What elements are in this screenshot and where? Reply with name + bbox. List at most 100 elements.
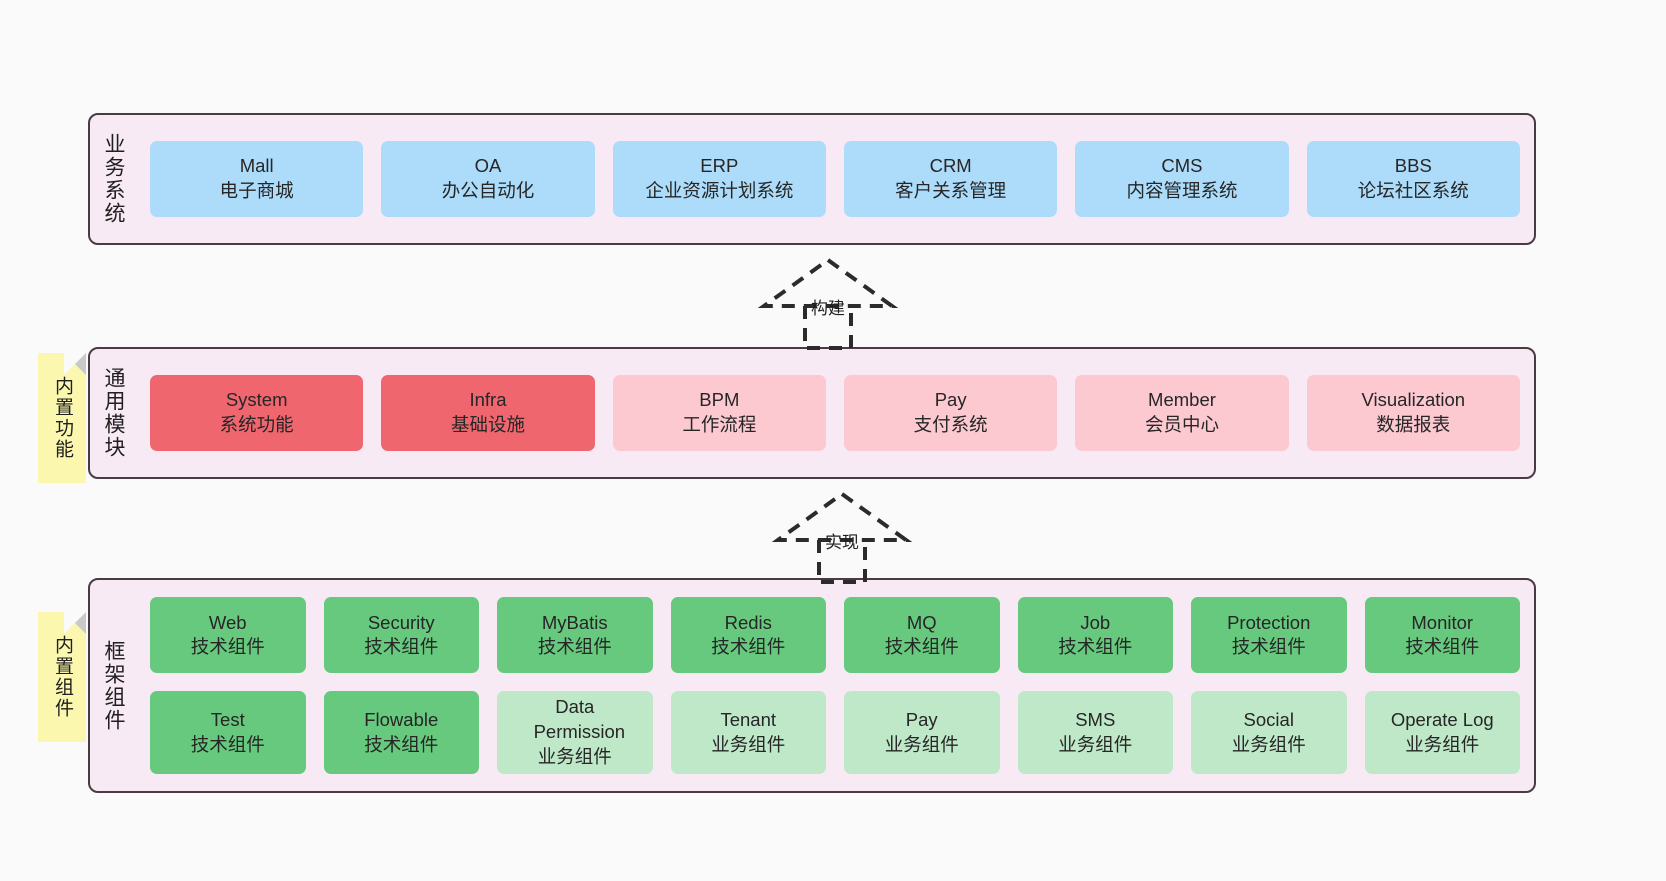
layer-business-systems-label: 业务系统: [102, 133, 126, 225]
layer-common-modules-label: 通用模块: [102, 367, 126, 459]
component-card-mq[interactable]: MQ 技术组件: [844, 597, 1000, 674]
component-card-title: Social: [1243, 708, 1294, 730]
module-card-title: Pay: [934, 389, 967, 411]
module-card-crm[interactable]: CRM 客户关系管理: [843, 141, 1058, 217]
module-card-system[interactable]: System 系统功能: [150, 375, 364, 451]
component-card-title: Pay: [905, 708, 938, 730]
component-card-subtitle: 技术组件: [364, 733, 439, 755]
module-card-subtitle: 客户关系管理: [895, 180, 1007, 201]
module-card-subtitle: 企业资源计划系统: [645, 180, 794, 201]
module-card-title: ERP: [700, 155, 739, 177]
layer-business-systems-body: Mall 电子商城 OA 办公自动化 ERP 企业资源计划系统 CRM 客户关系…: [136, 115, 1534, 243]
sticky-note-label: 内置组件: [51, 635, 73, 719]
component-card-subtitle: 业务组件: [1405, 733, 1480, 755]
component-card-data-permission[interactable]: Data Permission 业务组件: [497, 691, 653, 774]
component-card-flowable[interactable]: Flowable 技术组件: [323, 691, 479, 774]
component-card-title: Security: [367, 611, 435, 633]
component-card-subtitle: 业务组件: [884, 733, 959, 755]
note-fold-cut-icon: [64, 612, 86, 634]
row: Web 技术组件 Security 技术组件 MyBatis 技术组件 Redi…: [150, 597, 1520, 674]
module-card-subtitle: 数据报表: [1376, 414, 1451, 435]
component-card-subtitle: 业务组件: [1058, 733, 1133, 755]
component-card-title: Data Permission: [533, 696, 626, 743]
component-card-title: Monitor: [1411, 611, 1474, 633]
component-card-title: Redis: [724, 611, 772, 633]
component-card-tenant[interactable]: Tenant 业务组件: [670, 691, 826, 774]
sticky-note-builtin-components: 内置组件: [38, 612, 86, 742]
component-card-title: Job: [1080, 611, 1111, 633]
component-card-sms[interactable]: SMS 业务组件: [1017, 691, 1173, 774]
layer-framework-components-body: Web 技术组件 Security 技术组件 MyBatis 技术组件 Redi…: [136, 580, 1534, 791]
component-card-subtitle: 技术组件: [1058, 636, 1133, 658]
layer-framework-components-label: 框架组件: [102, 639, 126, 732]
component-card-subtitle: 业务组件: [537, 745, 612, 767]
component-card-web[interactable]: Web 技术组件: [150, 597, 306, 674]
connector-implement-label: 实现: [825, 533, 859, 552]
module-card-title: Infra: [469, 389, 507, 411]
component-card-subtitle: 技术组件: [190, 733, 265, 755]
component-card-operate-log[interactable]: Operate Log 业务组件: [1364, 691, 1520, 774]
sticky-note-builtin-features: 内置功能: [38, 353, 86, 483]
module-card-erp[interactable]: ERP 企业资源计划系统: [612, 141, 826, 217]
module-card-title: Visualization: [1361, 389, 1466, 411]
component-card-mybatis[interactable]: MyBatis 技术组件: [497, 597, 653, 674]
module-card-title: Mall: [239, 155, 274, 177]
module-card-bpm[interactable]: BPM 工作流程: [612, 375, 826, 451]
generalization-arrow-icon: [757, 257, 899, 350]
connector-build-label: 构建: [811, 299, 845, 318]
module-card-oa[interactable]: OA 办公自动化: [381, 141, 595, 217]
connector-build: 构建: [753, 256, 903, 350]
layer-framework-components: 框架组件 Web 技术组件 Security 技术组件 MyBatis 技术组件…: [88, 578, 1536, 793]
component-card-subtitle: 技术组件: [1405, 636, 1480, 658]
component-card-title: Operate Log: [1390, 708, 1494, 730]
component-card-test[interactable]: Test 技术组件: [150, 691, 306, 774]
layer-common-modules-body: System 系统功能 Infra 基础设施 BPM 工作流程 Pay 支付系统…: [136, 349, 1534, 477]
module-card-subtitle: 会员中心: [1144, 414, 1219, 435]
module-card-bbs[interactable]: BBS 论坛社区系统: [1306, 141, 1520, 217]
sticky-note-label: 内置功能: [51, 376, 73, 460]
module-card-subtitle: 电子商城: [219, 180, 294, 201]
module-card-subtitle: 办公自动化: [441, 180, 535, 201]
component-card-title: MQ: [906, 611, 937, 633]
module-card-visualization[interactable]: Visualization 数据报表: [1306, 375, 1520, 451]
module-card-title: CRM: [929, 155, 972, 177]
row: Test 技术组件 Flowable 技术组件 Data Permission …: [150, 691, 1520, 774]
component-card-protection[interactable]: Protection 技术组件: [1191, 597, 1347, 674]
module-card-subtitle: 论坛社区系统: [1357, 180, 1469, 201]
module-card-pay[interactable]: Pay 支付系统: [843, 375, 1058, 451]
component-card-monitor[interactable]: Monitor 技术组件: [1364, 597, 1520, 674]
component-card-title: Test: [210, 708, 245, 730]
module-card-cms[interactable]: CMS 内容管理系统: [1075, 141, 1289, 217]
connector-implement: 实现: [767, 490, 917, 584]
component-card-title: Web: [208, 611, 247, 633]
module-card-infra[interactable]: Infra 基础设施: [381, 375, 595, 451]
component-card-subtitle: 技术组件: [1231, 636, 1306, 658]
module-card-subtitle: 内容管理系统: [1126, 180, 1238, 201]
layer-business-systems: 业务系统 Mall 电子商城 OA 办公自动化 ERP 企业资源计划系统 CRM…: [88, 113, 1536, 245]
generalization-arrow-icon: [771, 491, 913, 584]
module-card-member[interactable]: Member 会员中心: [1075, 375, 1289, 451]
note-fold-cut-icon: [64, 353, 86, 375]
module-card-title: BBS: [1394, 155, 1432, 177]
module-card-mall[interactable]: Mall 电子商城: [150, 141, 364, 217]
component-card-security[interactable]: Security 技术组件: [323, 597, 479, 674]
component-card-social[interactable]: Social 业务组件: [1191, 691, 1347, 774]
component-card-subtitle: 技术组件: [190, 636, 265, 658]
layer-common-modules: 通用模块 System 系统功能 Infra 基础设施 BPM 工作流程 Pay…: [88, 347, 1536, 479]
component-card-subtitle: 业务组件: [1231, 733, 1306, 755]
component-card-title: SMS: [1075, 708, 1116, 730]
component-card-title: Flowable: [364, 708, 439, 730]
row: System 系统功能 Infra 基础设施 BPM 工作流程 Pay 支付系统…: [150, 375, 1520, 451]
module-card-subtitle: 支付系统: [913, 414, 988, 435]
row: Mall 电子商城 OA 办公自动化 ERP 企业资源计划系统 CRM 客户关系…: [150, 141, 1520, 217]
module-card-title: BPM: [699, 389, 740, 411]
module-card-subtitle: 系统功能: [219, 414, 294, 435]
component-card-job[interactable]: Job 技术组件: [1017, 597, 1173, 674]
component-card-title: MyBatis: [541, 611, 608, 633]
component-card-pay[interactable]: Pay 业务组件: [844, 691, 1000, 774]
module-card-title: System: [225, 389, 288, 411]
component-card-redis[interactable]: Redis 技术组件: [670, 597, 826, 674]
module-card-subtitle: 基础设施: [450, 414, 525, 435]
module-card-title: OA: [474, 155, 502, 177]
